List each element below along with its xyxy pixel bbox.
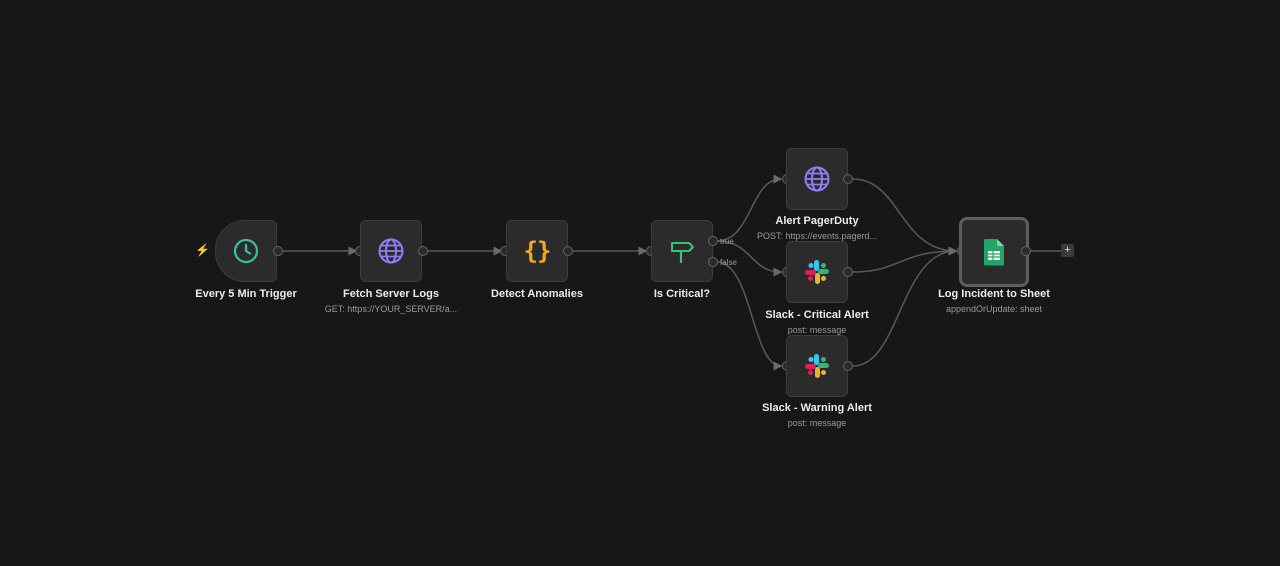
sheet-output-port[interactable] <box>1021 246 1031 256</box>
if-false-output-port[interactable] <box>708 257 718 267</box>
add-node-button[interactable]: + <box>1061 244 1074 257</box>
globe-icon <box>804 166 830 192</box>
google-sheets-icon <box>983 239 1004 266</box>
clock-icon <box>233 238 259 264</box>
globe-icon <box>378 238 404 264</box>
connection-if-true-slack-critical[interactable] <box>716 240 783 277</box>
node-log-incident-to-sheet[interactable] <box>959 217 1029 287</box>
connection-pagerduty-sheet[interactable] <box>852 178 958 256</box>
slack-critical-label: Slack - Critical Alert <box>765 309 869 321</box>
slack-warning-subtitle: post: message <box>787 418 847 428</box>
slack-warning-label: Slack - Warning Alert <box>762 402 872 414</box>
node-alert-pagerduty[interactable] <box>786 148 848 210</box>
signpost-icon <box>671 242 694 264</box>
node-detect-anomalies[interactable]: {} <box>506 220 568 282</box>
if-false-branch-label: false <box>720 258 737 267</box>
slack-warning-output-port[interactable] <box>843 361 853 371</box>
pagerduty-output-port[interactable] <box>843 174 853 184</box>
slack-critical-subtitle: post: message <box>787 325 847 335</box>
fetch-subtitle: GET: https://YOUR_SERVER/a... <box>324 304 458 314</box>
connection-if-true-pagerduty[interactable] <box>716 174 783 242</box>
slack-icon <box>805 260 829 284</box>
slack-critical-output-port[interactable] <box>843 267 853 277</box>
node-slack-critical-alert[interactable] <box>786 241 848 303</box>
pagerduty-subtitle: POST: https://events.pagerd... <box>756 231 878 241</box>
sheet-subtitle: appendOrUpdate: sheet <box>945 304 1043 314</box>
node-every-5-min-trigger[interactable] <box>215 220 277 282</box>
trigger-label: Every 5 Min Trigger <box>195 288 297 300</box>
connection-slack-critical-sheet[interactable] <box>852 246 958 273</box>
node-slack-warning-alert[interactable] <box>786 335 848 397</box>
trigger-bolt-icon: ⚡ <box>195 243 210 257</box>
node-fetch-server-logs[interactable] <box>360 220 422 282</box>
pagerduty-label: Alert PagerDuty <box>775 215 859 227</box>
sheet-label: Log Incident to Sheet <box>938 288 1050 300</box>
if-true-branch-label: true <box>720 237 734 246</box>
detect-output-port[interactable] <box>563 246 573 256</box>
fetch-output-port[interactable] <box>418 246 428 256</box>
code-braces-icon: {} <box>523 237 552 265</box>
detect-label: Detect Anomalies <box>491 288 583 300</box>
connection-if-false-slack-warning[interactable] <box>716 261 783 371</box>
trigger-output-port[interactable] <box>273 246 283 256</box>
fetch-label: Fetch Server Logs <box>343 288 439 300</box>
slack-icon <box>805 354 829 378</box>
node-is-critical[interactable] <box>651 220 713 282</box>
if-true-output-port[interactable] <box>708 236 718 246</box>
if-label: Is Critical? <box>653 288 711 300</box>
connection-slack-warning-sheet[interactable] <box>852 246 958 367</box>
